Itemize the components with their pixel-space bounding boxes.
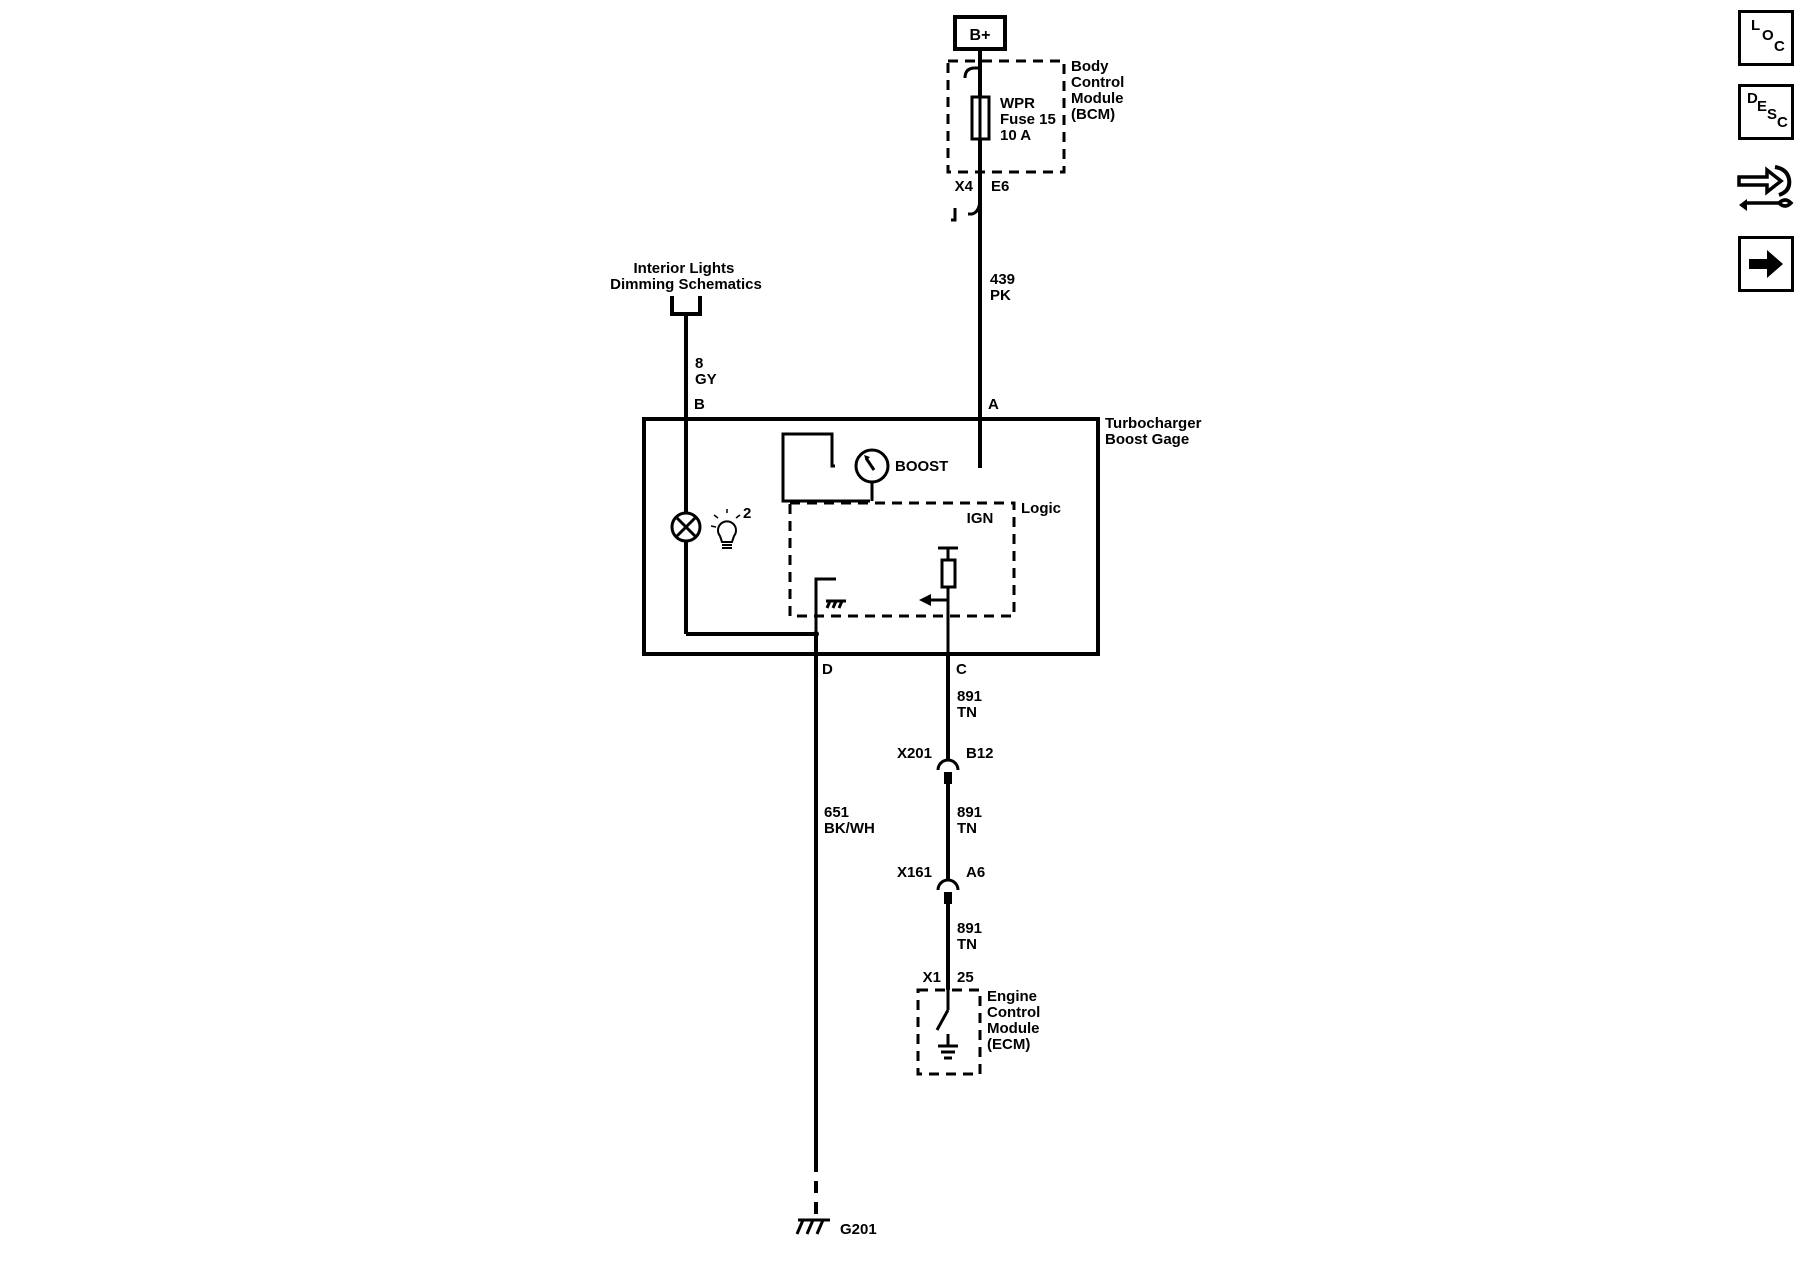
- interior-lights-label: Interior Lights Dimming Schematics: [610, 260, 762, 293]
- wire-891b-color: TN: [957, 820, 977, 837]
- x201-label: X201: [897, 745, 932, 762]
- wire-891c-circuit: 891: [957, 920, 982, 937]
- x201-connector-icon: [936, 758, 960, 784]
- next-button[interactable]: [1738, 236, 1794, 292]
- location-button[interactable]: L O C: [1738, 10, 1794, 66]
- ecm-connector-label: X1: [923, 969, 941, 986]
- arrows-tools-icon: [1737, 165, 1794, 211]
- x161-label: X161: [897, 864, 932, 881]
- ecm-name-label: Engine Control Module (ECM): [987, 988, 1045, 1053]
- b-plus-label: B+: [970, 27, 991, 44]
- fuse-label: WPR Fuse 15 10 A: [1000, 95, 1060, 144]
- ign-label: IGN: [967, 510, 994, 527]
- loc-letter-o: O: [1762, 27, 1774, 44]
- bcm-connector-label: X4: [955, 178, 974, 195]
- wire-891a-color: TN: [957, 704, 977, 721]
- wire-891a-circuit: 891: [957, 688, 982, 705]
- bcm-module: Body Control Module (BCM) WPR Fuse 15 10…: [946, 58, 1129, 174]
- right-arrow-icon: [1749, 250, 1783, 278]
- desc-letter-e: E: [1757, 98, 1768, 115]
- wire-8-color: GY: [695, 371, 717, 388]
- bulb-number-label: 2: [743, 505, 751, 522]
- lamp-icon: [710, 509, 741, 549]
- turbocharger-boost-gage: Turbocharger Boost Gage BOOST Logic IGN: [642, 415, 1206, 660]
- wire-651-color: BK/WH: [824, 820, 875, 837]
- gage-pin-b-label: B: [694, 396, 705, 413]
- bcm-internal-connector: [963, 66, 980, 79]
- logic-ground-wire: [814, 577, 836, 634]
- desc-letter-c: C: [1777, 114, 1788, 131]
- gage-name-label: Turbocharger Boost Gage: [1105, 415, 1206, 448]
- logic-block: [788, 501, 1016, 618]
- wire-8-circuit: 8: [695, 355, 703, 372]
- x161-connector-icon: [936, 878, 960, 904]
- ecm-module: Engine Control Module (ECM): [916, 988, 1045, 1076]
- g201-label: G201: [840, 1221, 877, 1238]
- g201-ground-icon: [795, 1218, 830, 1235]
- signal-arrow-icon: [919, 594, 931, 606]
- pullup-resistor-icon: [940, 558, 957, 589]
- wire-891c-color: TN: [957, 936, 977, 953]
- battery-positive-source: B+: [953, 15, 1007, 51]
- boost-label: BOOST: [895, 458, 948, 475]
- desc-letter-d: D: [1747, 90, 1758, 107]
- diagnostic-procedure-button[interactable]: [1735, 155, 1797, 219]
- boost-meter-loop: [781, 432, 870, 503]
- ecm-switch-icon: [935, 1009, 950, 1031]
- desc-letter-s: S: [1767, 106, 1778, 123]
- description-button[interactable]: D E S C: [1738, 84, 1794, 140]
- wire-439-circuit: 439: [990, 271, 1015, 288]
- wire-439-color: PK: [990, 287, 1011, 304]
- x201-pin-label: B12: [966, 745, 994, 762]
- gage-pin-d-label: D: [822, 661, 833, 678]
- wire-891b-circuit: 891: [957, 804, 982, 821]
- ecm-ground-icon: [938, 1044, 958, 1060]
- bcm-name-label: Body Control Module (BCM): [1071, 58, 1129, 123]
- interior-lights-reference-icon: [670, 296, 702, 316]
- gage-pin-c-label: C: [956, 661, 967, 678]
- logic-label: Logic: [1021, 500, 1061, 517]
- wire-651-circuit: 651: [824, 804, 849, 821]
- logic-ground-icon: [825, 599, 846, 609]
- loc-letter-l: L: [1751, 17, 1761, 34]
- bcm-pin-label: E6: [991, 178, 1009, 195]
- bcm-x4-connector-icon: [951, 197, 982, 222]
- x161-pin-label: A6: [966, 864, 985, 881]
- ecm-pin-label: 25: [957, 969, 974, 986]
- loc-letter-c: C: [1774, 38, 1785, 55]
- gage-pin-a-label: A: [988, 396, 999, 413]
